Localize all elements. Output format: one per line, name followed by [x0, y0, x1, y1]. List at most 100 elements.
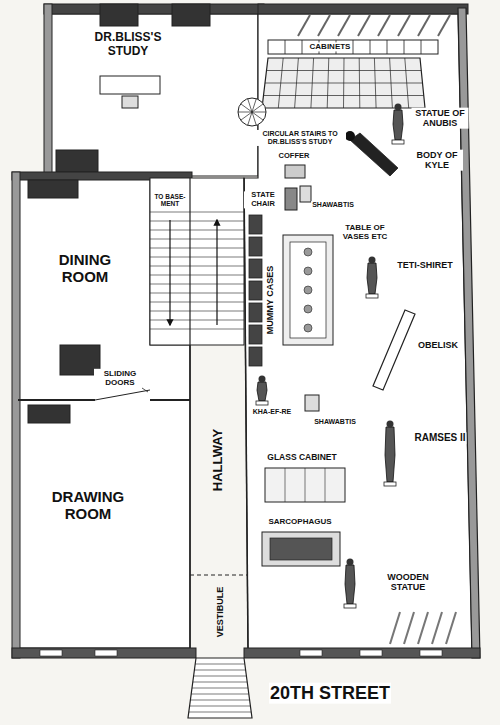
skylight-stripe: [398, 15, 410, 36]
circular-stair-step: [241, 112, 252, 120]
front-window: [420, 650, 442, 656]
skylight-stripe: [298, 15, 310, 36]
plan-label: MUMMY CASES: [265, 265, 275, 335]
museum-floor: [244, 14, 472, 650]
cabinet-grid-line: [267, 70, 422, 71]
skylight-stripe: [418, 15, 430, 36]
room-name: VESTIBULE: [215, 577, 225, 647]
plan-label: STATUE OF ANUBIS: [412, 108, 469, 129]
stoop-step: [190, 700, 249, 701]
stoop-step: [194, 670, 245, 671]
cabinet-row: [268, 40, 438, 54]
glass-cabinet-pane: [285, 468, 286, 502]
mummy-case: [249, 259, 262, 278]
study-side-wall: [44, 4, 52, 178]
plan-label: KHA-EF-RE: [252, 408, 293, 416]
vestibule-door: [190, 575, 247, 576]
glass-cabinet: [265, 468, 345, 502]
ramses-statue-base: [384, 482, 396, 486]
cabinet-grid-line: [265, 83, 423, 84]
museum-side-wall: [458, 8, 480, 658]
plan-label: SHAWABTIS: [311, 201, 355, 209]
kha-ef-re-statue-body: [257, 382, 267, 401]
plan-label: SLIDING DOORS: [94, 369, 146, 387]
skylight-stripe: [358, 15, 370, 36]
front-window: [360, 650, 382, 656]
wooden-statue-base: [344, 604, 356, 608]
circular-stair-step: [252, 112, 256, 125]
circular-stair-step: [238, 112, 252, 113]
anubis-statue-base: [392, 140, 404, 144]
room-area: DINING ROOM: [45, 251, 125, 286]
state-chair: [285, 188, 297, 210]
museum-top-wall: [258, 4, 468, 14]
hallway-wall: [244, 178, 248, 648]
study-top-wall: [44, 4, 264, 14]
staircase: [150, 178, 244, 345]
cabinet-division: [353, 40, 354, 54]
study-window: [172, 4, 210, 26]
kyle-head: [345, 131, 355, 141]
wooden-statue-body: [345, 565, 355, 604]
body-of-kyle: [350, 133, 398, 176]
sliding-door: [95, 390, 150, 400]
plan-label: TETI-SHIRET: [396, 260, 454, 270]
skylight-stripe: [318, 15, 330, 36]
hallway-wall: [189, 345, 191, 648]
cabinet-division: [370, 40, 371, 54]
study-window: [100, 4, 138, 26]
down-arrow: [169, 220, 170, 325]
wooden-statue-head: [347, 559, 354, 566]
front-stoop: [188, 658, 252, 718]
vase: [304, 286, 312, 294]
plan-label: SARCOPHAGUS: [267, 517, 332, 526]
stoop-step: [195, 664, 245, 665]
front-window: [40, 650, 62, 656]
plan-label: TABLE OF VASES ETC: [339, 223, 391, 241]
stoop-step: [191, 694, 249, 695]
cabinet-grid: [262, 58, 425, 108]
glass-cabinet-pane: [305, 468, 306, 502]
shawabtis-case: [300, 186, 311, 202]
glass-cabinet-pane: [325, 468, 326, 502]
teti-shiret-statue: [366, 257, 378, 299]
drawing-window: [28, 405, 70, 423]
mummy-case: [249, 347, 262, 366]
room-area: HALLWAY: [211, 400, 226, 520]
vase: [304, 324, 312, 332]
teti-shiret-statue-body: [367, 263, 377, 294]
shawabtis-case: [305, 395, 319, 411]
circular-stair-step: [252, 112, 266, 113]
cabinet-division: [302, 40, 303, 54]
front-window: [95, 650, 117, 656]
desk-chair: [122, 96, 138, 108]
stoop-step: [189, 712, 251, 713]
mummy-case: [249, 325, 262, 344]
cabinet-division: [404, 40, 405, 54]
sarcophagus: [262, 532, 340, 566]
kha-ef-re-statue-base: [256, 401, 268, 405]
study-door: [56, 150, 98, 172]
floor-stripe: [390, 612, 400, 644]
wooden-statue: [344, 559, 356, 609]
skylight-stripe: [378, 15, 390, 36]
sarcophagus-lid: [270, 538, 332, 560]
plan-label: GLASS CABINET: [266, 453, 337, 463]
plan-label: RAMSES II: [413, 432, 466, 444]
anubis-statue: [392, 104, 404, 145]
stair-step: [150, 212, 190, 213]
front-wall: [12, 648, 196, 658]
circular-stair-step: [252, 104, 263, 112]
left-side-wall: [12, 172, 20, 658]
stoop-step: [193, 682, 247, 683]
circular-stair-step: [248, 99, 252, 112]
obelisk: [373, 310, 415, 390]
vase: [304, 248, 312, 256]
stoop-step: [192, 688, 248, 689]
cabinet-division: [387, 40, 388, 54]
vase: [304, 267, 312, 275]
plan-label: OBELISK: [417, 340, 459, 350]
coffer-box: [285, 165, 305, 178]
